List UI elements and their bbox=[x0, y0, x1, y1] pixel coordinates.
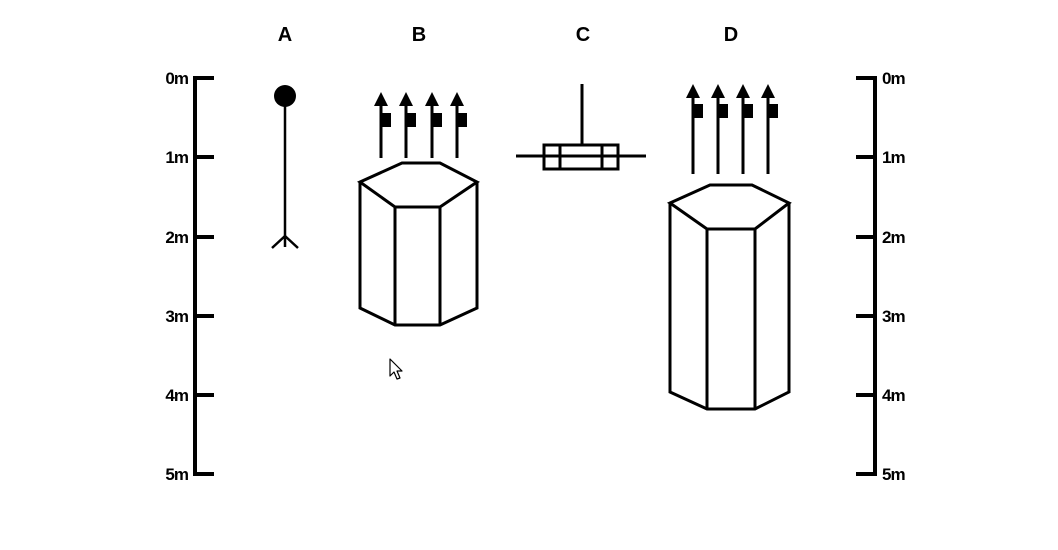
right-depth-0m: 0m bbox=[882, 69, 905, 88]
flag-pole-b3 bbox=[425, 92, 442, 158]
figure-b-short-prism bbox=[357, 92, 480, 327]
flag-pole-d4 bbox=[761, 84, 778, 174]
flag-pole-d2 bbox=[711, 84, 728, 174]
flag-pole-d1 bbox=[686, 84, 703, 174]
left-depth-2m: 2m bbox=[165, 228, 188, 247]
column-label-b: B bbox=[412, 24, 426, 46]
column-label-c: C bbox=[576, 24, 590, 46]
right-depth-2m: 2m bbox=[882, 228, 905, 247]
left-depth-0m: 0m bbox=[165, 69, 188, 88]
right-depth-1m: 1m bbox=[882, 148, 905, 167]
column-label-a: A bbox=[278, 24, 292, 46]
column-labels: A B C D bbox=[278, 24, 738, 46]
flag-poles-b bbox=[374, 92, 467, 158]
flag-pole-d3 bbox=[736, 84, 753, 174]
left-depth-1m: 1m bbox=[165, 148, 188, 167]
left-depth-5m: 5m bbox=[165, 465, 188, 484]
buoy-float-icon bbox=[274, 85, 296, 107]
right-depth-5m: 5m bbox=[882, 465, 905, 484]
anchor-fork-icon bbox=[271, 235, 299, 249]
column-label-d: D bbox=[724, 24, 738, 46]
float-box bbox=[542, 143, 620, 171]
left-depth-3m: 3m bbox=[165, 307, 188, 326]
flag-pole-b1 bbox=[374, 92, 391, 158]
flag-poles-d bbox=[686, 84, 778, 174]
hex-prism-b bbox=[357, 161, 480, 327]
flag-pole-b2 bbox=[399, 92, 416, 158]
left-scale-ticks bbox=[193, 76, 214, 476]
right-depth-3m: 3m bbox=[882, 307, 905, 326]
figure-d-tall-prism bbox=[666, 84, 792, 411]
figure-c-surface-float bbox=[516, 84, 646, 171]
left-depth-4m: 4m bbox=[165, 386, 188, 405]
right-depth-scale: 0m 1m 2m 3m 4m 5m bbox=[856, 69, 906, 484]
right-depth-4m: 4m bbox=[882, 386, 905, 405]
hex-prism-d bbox=[666, 183, 792, 411]
right-scale-ticks bbox=[856, 76, 877, 476]
figure-a-drifter bbox=[271, 85, 299, 249]
flag-pole-b4 bbox=[450, 92, 467, 158]
left-depth-scale: 0m 1m 2m 3m 4m 5m bbox=[165, 69, 214, 484]
mouse-pointer-icon bbox=[389, 358, 403, 380]
